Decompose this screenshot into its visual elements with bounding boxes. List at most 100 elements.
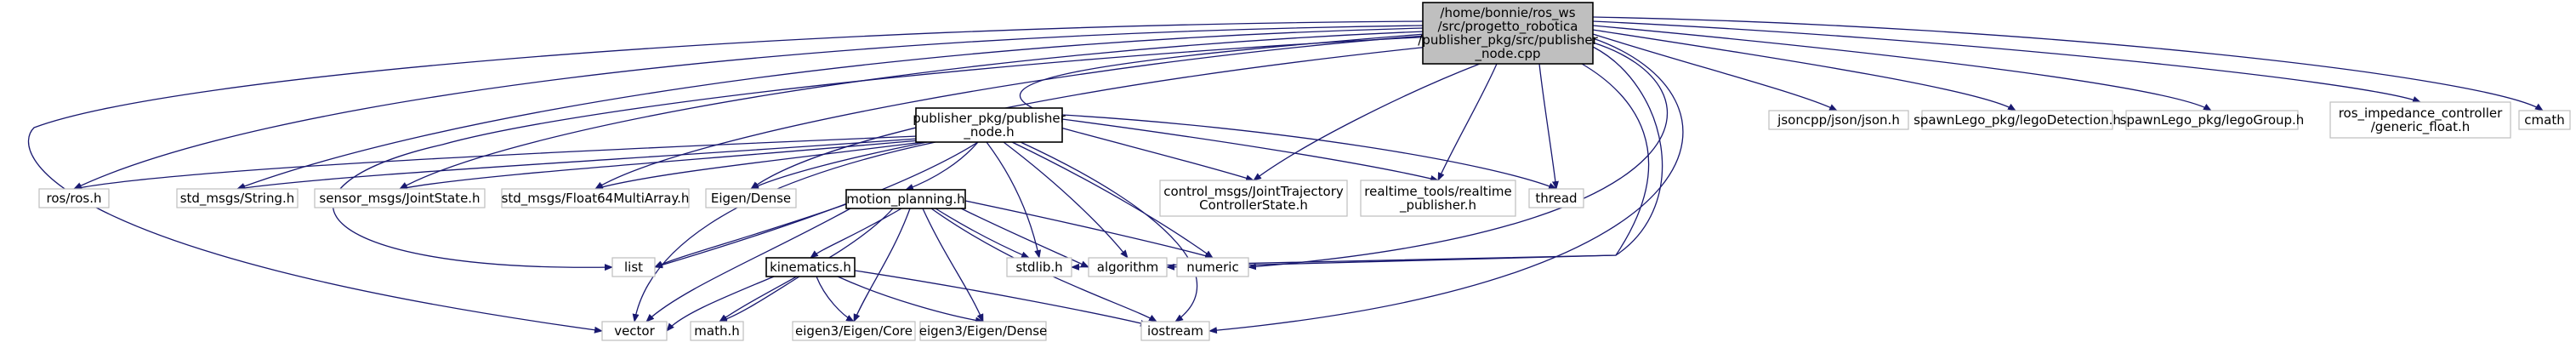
dependency-edge — [1592, 25, 2212, 111]
node-main-cpp[interactable]: /home/bonnie/ros_ws/src/progetto_robotic… — [1418, 2, 1599, 65]
node-sensor-msgs-jointstate-h[interactable]: sensor_msgs/JointState.h — [314, 188, 486, 208]
dependency-edge — [1253, 63, 1481, 181]
dependency-edge — [333, 29, 1594, 271]
dependency-edge — [73, 135, 918, 191]
node-label: spawnLego_pkg/legoDetection.h — [1914, 112, 2121, 128]
node-label: realtime_tools/realtime_publisher.h — [1364, 184, 1511, 214]
dependency-edges — [27, 16, 2544, 334]
node-label: jsoncpp/json/json.h — [1777, 112, 1900, 128]
dependency-edge — [905, 141, 979, 191]
dependency-edge — [922, 208, 984, 322]
dependency-edge — [1019, 33, 1425, 121]
node-iostream[interactable]: iostream — [1140, 321, 1210, 341]
dependency-edge — [236, 27, 1425, 190]
dependency-edge — [73, 25, 1425, 190]
dependency-edge — [853, 208, 911, 322]
node-lego-detection-h[interactable]: spawnLego_pkg/legoDetection.h — [1914, 110, 2121, 130]
node-jsoncpp-json-h[interactable]: jsoncpp/json/json.h — [1768, 110, 1909, 130]
dependency-edge — [654, 203, 847, 268]
node-label: algorithm — [1097, 260, 1158, 275]
dependency-edge — [594, 141, 924, 191]
dependency-edge — [837, 276, 984, 324]
dependency-edge — [986, 141, 1042, 259]
node-publisher-node-h[interactable]: publisher_pkg/publisher_node.h — [913, 107, 1066, 143]
node-kinematics-h[interactable]: kinematics.h — [765, 257, 856, 277]
dependency-edge — [750, 141, 928, 190]
node-label: thread — [1535, 191, 1577, 206]
dependency-edge — [854, 270, 1149, 327]
node-std-msgs-float64multiarray-h[interactable]: std_msgs/Float64MultiArray.h — [501, 188, 690, 208]
node-label: /home/bonnie/ros_ws/src/progetto_robotic… — [1418, 5, 1598, 62]
node-label: cmath — [2524, 112, 2564, 128]
dependency-edge — [666, 276, 775, 332]
dependency-edge — [1592, 29, 2016, 111]
node-eigen3-eigen-core[interactable]: eigen3/Eigen/Core — [792, 321, 916, 341]
node-lego-group-h[interactable]: spawnLego_pkg/legoGroup.h — [2120, 110, 2305, 130]
node-label: std_msgs/Float64MultiArray.h — [502, 191, 690, 207]
dependency-edge — [399, 31, 1425, 190]
node-motion-planning-h[interactable]: motion_planning.h — [845, 189, 966, 209]
dependency-edge — [1248, 42, 1669, 271]
node-eigen3-eigen-dense[interactable]: eigen3/Eigen/Dense — [919, 321, 1048, 341]
dependency-edge — [1061, 118, 1439, 182]
dependency-edge — [1020, 141, 1198, 322]
dependency-edge — [930, 208, 1157, 322]
node-eigen-dense[interactable]: Eigen/Dense — [705, 188, 797, 208]
dependency-edge — [1592, 33, 1838, 111]
node-numeric[interactable]: numeric — [1176, 257, 1249, 277]
node-label: eigen3/Eigen/Core — [795, 323, 913, 339]
node-label: numeric — [1186, 260, 1238, 275]
dependency-edge — [1538, 63, 1559, 190]
dependency-edge — [1011, 141, 1214, 259]
node-label: iostream — [1147, 323, 1203, 339]
node-ros-impedance-controller[interactable]: ros_impedance_controller/generic_float.h — [2329, 101, 2511, 139]
dependency-edge — [1166, 46, 1663, 271]
node-std-msgs-string-h[interactable]: std_msgs/String.h — [176, 188, 299, 208]
node-label: ros_impedance_controller/generic_float.h — [2339, 106, 2503, 135]
dependency-edge — [1437, 63, 1498, 181]
dependency-edge — [750, 46, 1430, 190]
node-stdlib-h[interactable]: stdlib.h — [1006, 257, 1072, 277]
node-label: std_msgs/String.h — [180, 191, 295, 207]
node-label: list — [624, 260, 643, 275]
node-label: motion_planning.h — [846, 191, 964, 208]
dependency-edge — [27, 20, 1424, 334]
dependency-edge — [964, 200, 1214, 260]
dependency-edge — [594, 35, 1425, 190]
dependency-edge — [1592, 20, 2421, 103]
node-label: stdlib.h — [1015, 260, 1062, 275]
dependency-edge — [816, 276, 855, 322]
dependency-edge — [1060, 127, 1254, 182]
node-list[interactable]: list — [611, 257, 656, 277]
node-label: Eigen/Dense — [711, 191, 791, 206]
node-label: sensor_msgs/JointState.h — [319, 191, 480, 207]
dependency-edge — [236, 138, 918, 191]
dependency-edge — [1208, 37, 1684, 334]
node-label: kinematics.h — [770, 260, 851, 275]
node-label: spawnLego_pkg/legoGroup.h — [2120, 112, 2305, 128]
dependency-edge — [399, 140, 920, 191]
dependency-edge — [645, 208, 851, 322]
dependency-edge — [952, 203, 1089, 268]
node-vector[interactable]: vector — [601, 321, 668, 341]
dependency-edge — [654, 141, 979, 269]
node-ros-ros-h[interactable]: ros/ros.h — [38, 188, 110, 208]
dependency-edge — [632, 141, 936, 322]
dependency-edge — [719, 276, 800, 322]
dependency-edge — [810, 208, 902, 259]
dependency-edge — [1592, 16, 2544, 111]
node-label: vector — [614, 323, 655, 339]
node-cmath[interactable]: cmath — [2518, 110, 2571, 130]
dependency-edge — [935, 208, 1030, 259]
node-label: ros/ros.h — [47, 191, 102, 206]
dependency-edge — [1071, 63, 1650, 271]
dependency-edge — [1003, 141, 1129, 259]
node-math-h[interactable]: math.h — [690, 321, 744, 341]
node-thread[interactable]: thread — [1528, 188, 1584, 208]
node-label: eigen3/Eigen/Dense — [919, 323, 1048, 339]
node-algorithm[interactable]: algorithm — [1088, 257, 1168, 277]
node-realtime-tools-publisher[interactable]: realtime_tools/realtime_publisher.h — [1360, 180, 1516, 217]
